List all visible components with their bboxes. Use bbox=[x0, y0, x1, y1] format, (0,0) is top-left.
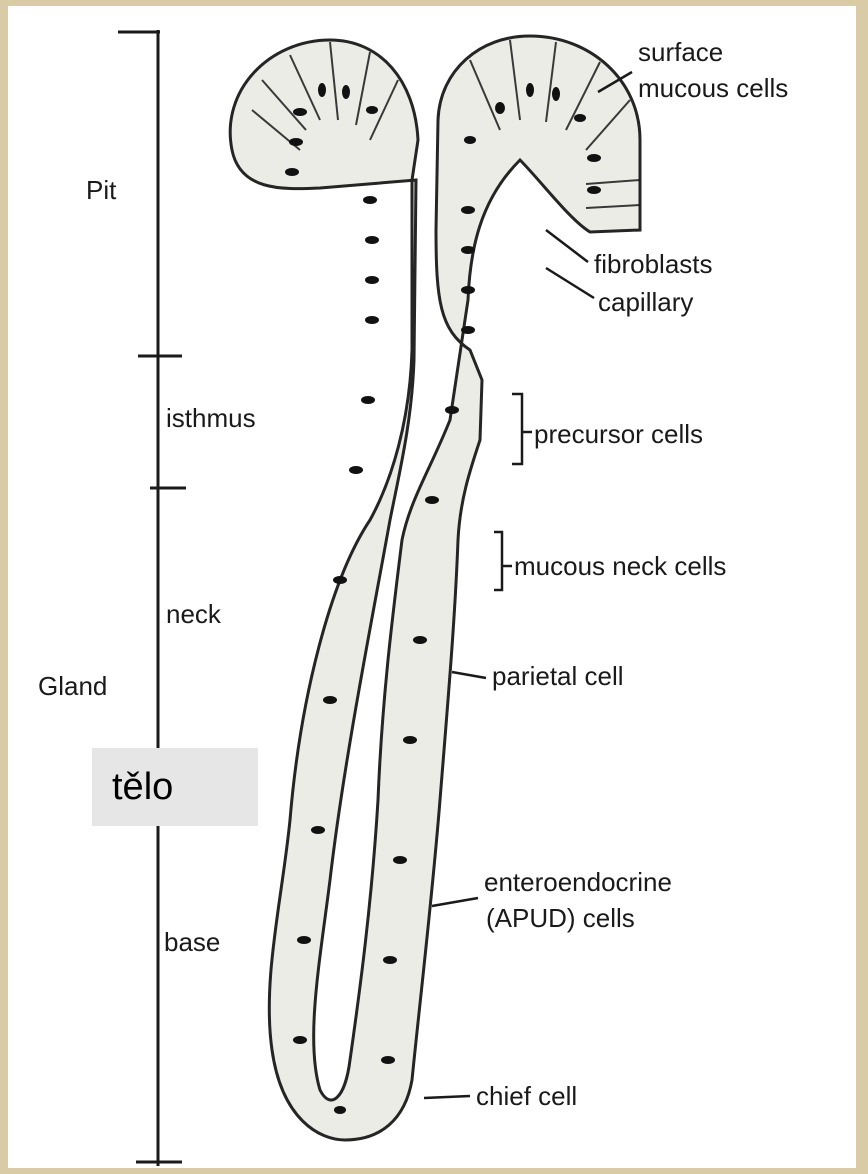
label-neck: neck bbox=[166, 600, 221, 630]
label-precursor-cells: precursor cells bbox=[534, 420, 703, 450]
label-enteroendocrine-line1: enteroendocrine bbox=[484, 868, 672, 898]
label-base: base bbox=[164, 928, 220, 958]
label-mucous-neck-cells: mucous neck cells bbox=[514, 552, 726, 582]
label-pit: Pit bbox=[86, 176, 116, 206]
label-surface-line1: surface bbox=[638, 38, 723, 68]
gland-tube bbox=[230, 36, 640, 1140]
overlay-label-text: tělo bbox=[112, 766, 173, 809]
label-parietal-cell: parietal cell bbox=[492, 662, 624, 692]
label-fibroblasts: fibroblasts bbox=[594, 250, 713, 280]
label-enteroendocrine-line2: (APUD) cells bbox=[486, 904, 635, 934]
label-capillary: capillary bbox=[598, 288, 693, 318]
overlay-label-box: tělo bbox=[92, 748, 258, 826]
label-surface-line2: mucous cells bbox=[638, 74, 788, 104]
label-gland: Gland bbox=[38, 672, 107, 702]
label-isthmus: isthmus bbox=[166, 404, 256, 434]
label-chief-cell: chief cell bbox=[476, 1082, 577, 1112]
scale-bar bbox=[118, 30, 186, 1166]
